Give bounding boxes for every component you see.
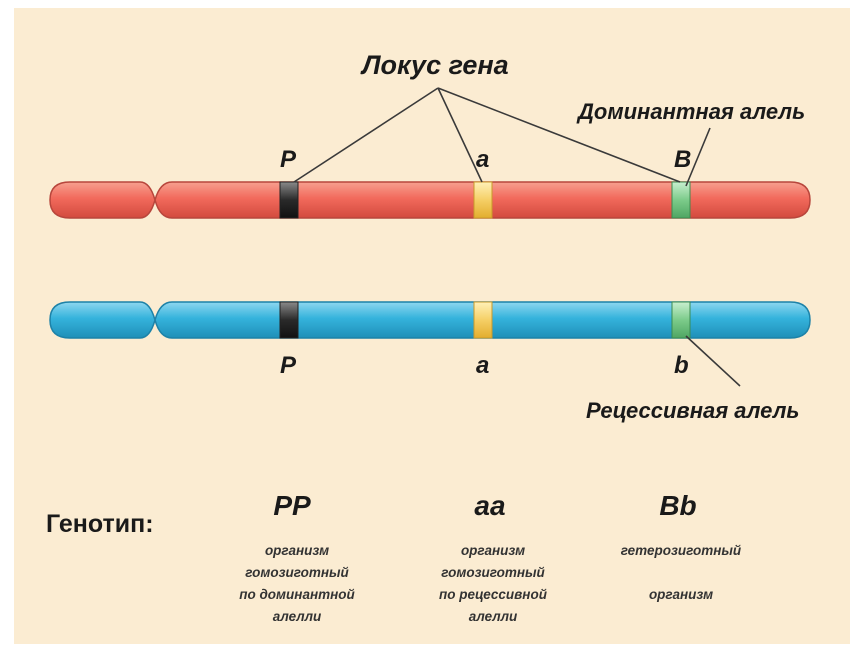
genotype-code-aa: aa [430, 490, 550, 522]
description-line: по рецессивной [408, 584, 578, 606]
locus-title: Локус гена [362, 50, 509, 81]
genotype-description-bb: гетерозиготный организм [596, 540, 766, 606]
locus-band-a [474, 182, 492, 218]
locus-line-p [294, 88, 438, 182]
locus-band-b [672, 182, 690, 218]
description-line: алелли [212, 606, 382, 628]
locus-band-b [672, 302, 690, 338]
genotype-label: Генотип: [46, 510, 154, 539]
description-line: алелли [408, 606, 578, 628]
genotype-description-pp: организм гомозиготный по доминантной але… [212, 540, 382, 628]
description-line: гомозиготный [408, 562, 578, 584]
description-line: организм [212, 540, 382, 562]
dominant-allele-label: Доминантная алель [578, 99, 805, 125]
top-allele-a: a [476, 146, 489, 174]
locus-band-a [474, 302, 492, 338]
top-allele-p: P [280, 146, 296, 174]
description-line [596, 562, 766, 584]
bottom-allele-b: b [674, 352, 689, 380]
description-line: по доминантной [212, 584, 382, 606]
recessive-pointer-line [686, 336, 740, 386]
genotype-code-pp: PP [232, 490, 352, 522]
genotype-code-bb: Bb [618, 490, 738, 522]
genotype-description-aa: организм гомозиготный по рецессивной але… [408, 540, 578, 628]
locus-band-p [280, 302, 298, 338]
description-line: гетерозиготный [596, 540, 766, 562]
locus-band-p [280, 182, 298, 218]
bottom-allele-p: P [280, 352, 296, 380]
description-line: гомозиготный [212, 562, 382, 584]
description-line: организм [596, 584, 766, 606]
bottom-chromosome [50, 302, 810, 338]
top-allele-b: B [674, 146, 691, 174]
pointer-lines [294, 88, 740, 386]
description-line: организм [408, 540, 578, 562]
bottom-allele-a: a [476, 352, 489, 380]
recessive-allele-label: Рецессивная алель [586, 398, 799, 424]
top-chromosome [50, 182, 810, 218]
